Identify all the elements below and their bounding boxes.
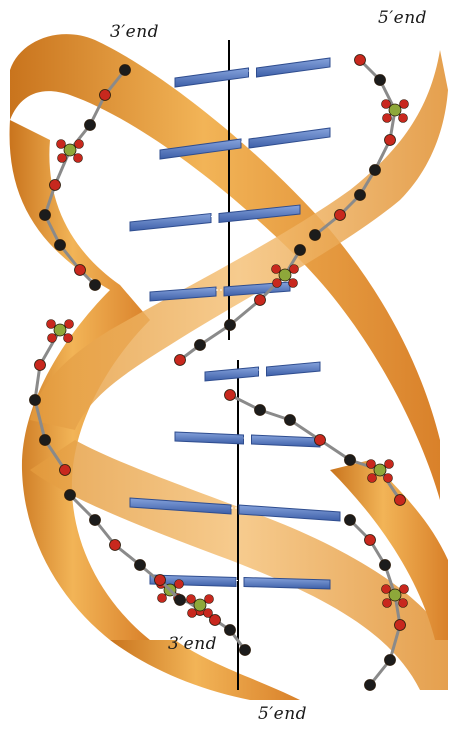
oxygen-atom xyxy=(384,474,393,483)
oxygen-atom xyxy=(400,585,409,594)
oxygen-atom xyxy=(382,585,391,594)
phosphorus-atom xyxy=(279,269,291,281)
carbon-atom xyxy=(225,625,236,636)
carbon-atom xyxy=(120,65,131,76)
oxygen-atom xyxy=(399,114,408,123)
phosphorus-atom xyxy=(54,324,66,336)
phosphorus-atom xyxy=(389,589,401,601)
oxygen-atom xyxy=(210,615,221,626)
oxygen-atom xyxy=(75,265,86,276)
oxygen-atom xyxy=(175,580,184,589)
carbon-atom xyxy=(355,190,366,201)
oxygen-atom xyxy=(368,474,377,483)
oxygen-atom xyxy=(65,320,74,329)
oxygen-atom xyxy=(75,140,84,149)
oxygen-atom xyxy=(335,210,346,221)
oxygen-atom xyxy=(60,465,71,476)
oxygen-atom xyxy=(205,595,214,604)
oxygen-atom xyxy=(110,540,121,551)
oxygen-atom xyxy=(385,460,394,469)
oxygen-atom xyxy=(290,265,299,274)
oxygen-atom xyxy=(188,609,197,618)
base-slab-left xyxy=(175,432,244,444)
carbon-atom xyxy=(40,435,51,446)
carbon-atom xyxy=(55,240,66,251)
oxygen-atom xyxy=(187,595,196,604)
base-slab-left xyxy=(175,68,249,87)
oxygen-atom xyxy=(289,279,298,288)
carbon-atom xyxy=(385,655,396,666)
carbon-atom xyxy=(365,680,376,691)
oxygen-atom xyxy=(395,495,406,506)
carbon-atom xyxy=(310,230,321,241)
phosphorus-atom xyxy=(374,464,386,476)
oxygen-atom xyxy=(399,599,408,608)
base-slab-right xyxy=(252,435,321,447)
oxygen-atom xyxy=(272,265,281,274)
carbon-atom xyxy=(380,560,391,571)
oxygen-atom xyxy=(255,295,266,306)
base-slab-left xyxy=(205,367,259,381)
carbon-atom xyxy=(135,560,146,571)
oxygen-atom xyxy=(367,460,376,469)
oxygen-atom xyxy=(385,135,396,146)
oxygen-atom xyxy=(355,55,366,66)
base-slab-right xyxy=(257,58,331,77)
oxygen-atom xyxy=(100,90,111,101)
oxygen-atom xyxy=(64,334,73,343)
oxygen-atom xyxy=(35,360,46,371)
base-slab-right xyxy=(244,578,330,590)
oxygen-atom xyxy=(58,154,67,163)
base-slab-right xyxy=(249,128,330,148)
oxygen-atom xyxy=(175,355,186,366)
label-3prime-bottom: 3′end xyxy=(168,634,217,654)
oxygen-atom xyxy=(315,435,326,446)
carbon-atom xyxy=(65,490,76,501)
phosphorus-atom xyxy=(64,144,76,156)
base-slab-right xyxy=(267,362,321,376)
oxygen-atom xyxy=(50,180,61,191)
carbon-atom xyxy=(175,595,186,606)
carbon-atom xyxy=(195,340,206,351)
carbon-atom xyxy=(225,320,236,331)
oxygen-atom xyxy=(400,100,409,109)
oxygen-atom xyxy=(365,535,376,546)
oxygen-atom xyxy=(57,140,66,149)
carbon-atom xyxy=(345,515,356,526)
carbon-atom xyxy=(240,645,251,656)
label-5prime-bottom: 5′end xyxy=(258,704,307,724)
label-5prime-top: 5′end xyxy=(378,8,427,28)
oxygen-atom xyxy=(225,390,236,401)
carbon-atom xyxy=(40,210,51,221)
oxygen-atom xyxy=(395,620,406,631)
oxygen-atom xyxy=(155,575,166,586)
oxygen-atom xyxy=(273,279,282,288)
phosphorus-atom xyxy=(389,104,401,116)
label-3prime-top: 3′end xyxy=(110,22,159,42)
base-slab-left xyxy=(130,214,211,232)
oxygen-atom xyxy=(382,100,391,109)
carbon-atom xyxy=(255,405,266,416)
carbon-atom xyxy=(370,165,381,176)
phosphorus-atom xyxy=(194,599,206,611)
carbon-atom xyxy=(90,515,101,526)
carbon-atom xyxy=(375,75,386,86)
carbon-atom xyxy=(85,120,96,131)
carbon-atom xyxy=(345,455,356,466)
carbon-atom xyxy=(30,395,41,406)
oxygen-atom xyxy=(383,599,392,608)
oxygen-atom xyxy=(47,320,56,329)
carbon-atom xyxy=(285,415,296,426)
oxygen-atom xyxy=(383,114,392,123)
oxygen-atom xyxy=(74,154,83,163)
carbon-atom xyxy=(90,280,101,291)
carbon-atom xyxy=(295,245,306,256)
oxygen-atom xyxy=(48,334,57,343)
oxygen-atom xyxy=(158,594,167,603)
